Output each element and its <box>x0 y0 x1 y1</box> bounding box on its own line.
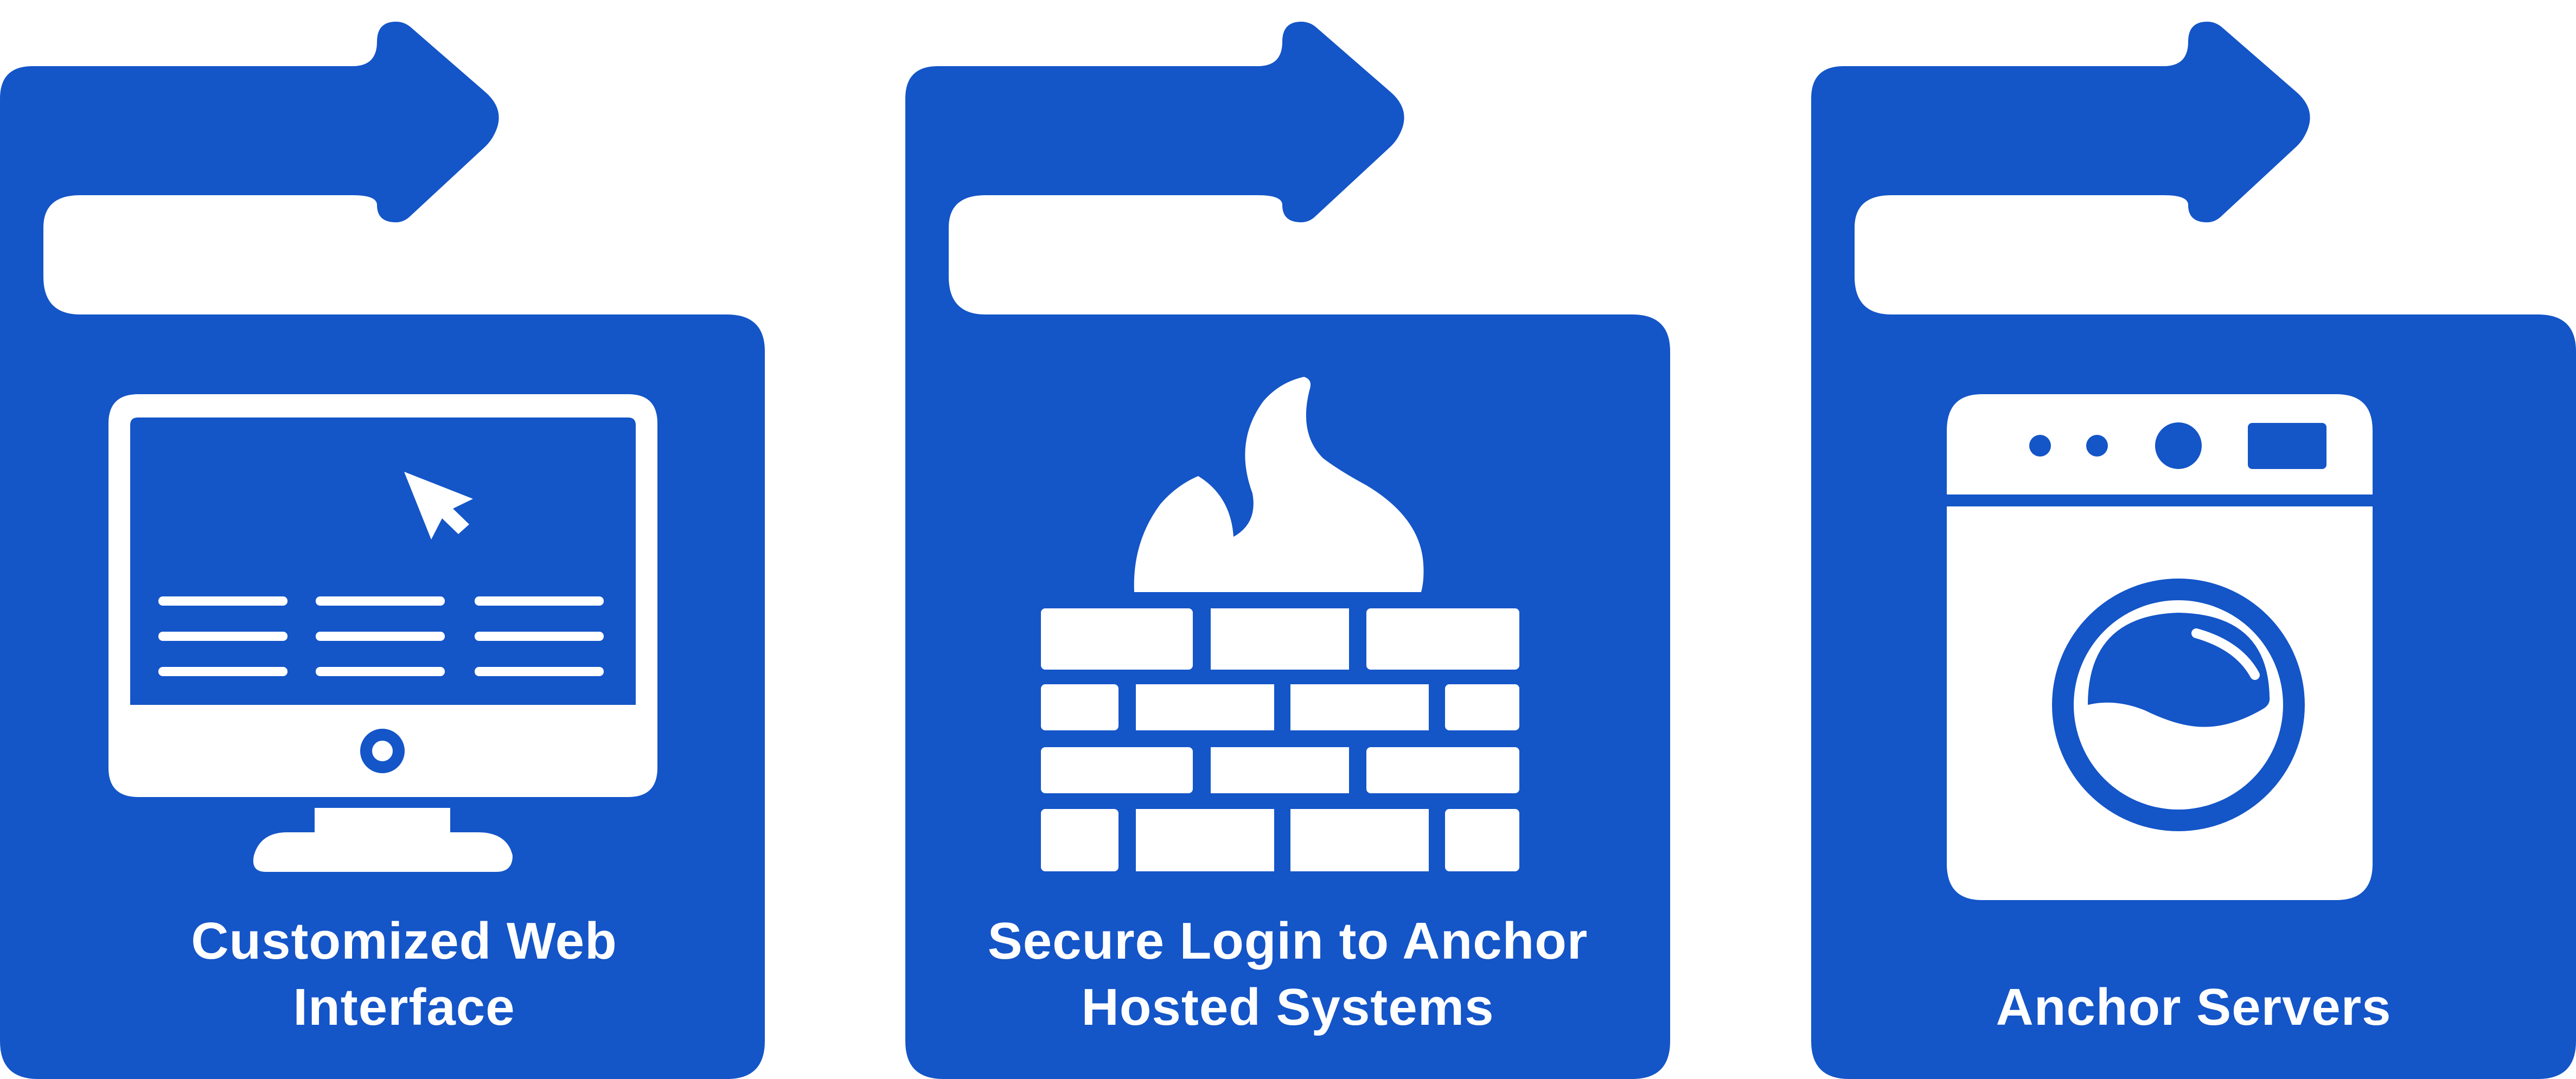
brick-wall <box>1041 608 1519 871</box>
firewall-icon <box>1041 377 1519 871</box>
card-label-line2: Anchor Servers <box>1996 978 2392 1036</box>
monitor-icon <box>108 394 657 872</box>
screen-content-lines <box>158 596 604 676</box>
card-anchor-servers: Anchor Servers <box>1811 22 2576 1079</box>
washing-machine-icon <box>1947 394 2373 900</box>
card-secure-login: Secure Login to Anchor Hosted Systems <box>905 22 1670 1079</box>
card-label-line2: Hosted Systems <box>1082 978 1494 1036</box>
card-label-line2: Interface <box>293 978 515 1036</box>
card-label-line1: Customized Web <box>191 912 617 970</box>
card-customized-web-interface: Customized Web Interface <box>0 22 765 1079</box>
card-label-line1: Secure Login to Anchor <box>988 912 1588 970</box>
